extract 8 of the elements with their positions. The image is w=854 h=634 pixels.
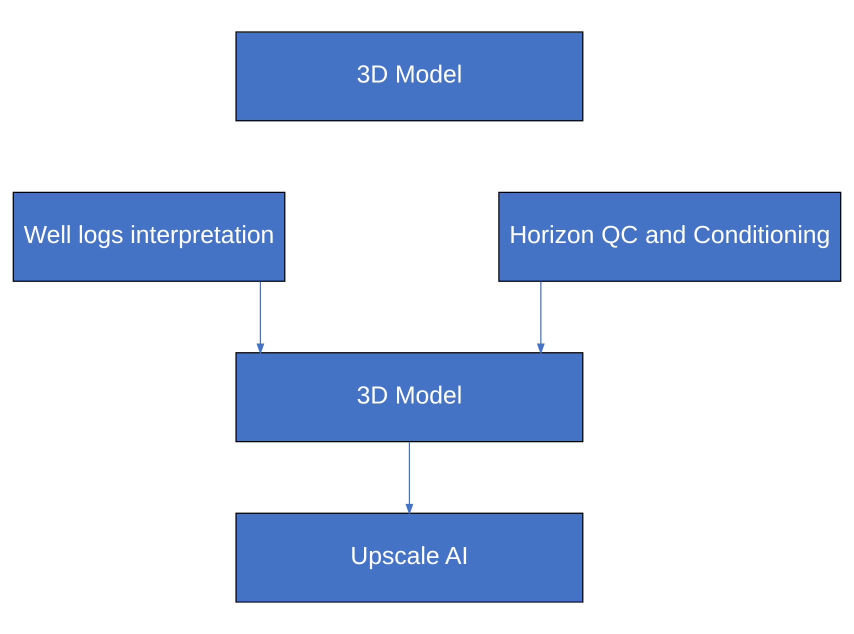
node-box: Upscale AI (235, 512, 584, 603)
node-box: 3D Model (235, 352, 584, 442)
node-box: Horizon QC and Conditioning (498, 192, 842, 282)
arrow (256, 281, 264, 355)
arrow (406, 442, 414, 516)
node-box: Well logs interpretation (12, 192, 286, 282)
node-box: 3D Model (235, 31, 584, 122)
arrow (536, 281, 545, 355)
